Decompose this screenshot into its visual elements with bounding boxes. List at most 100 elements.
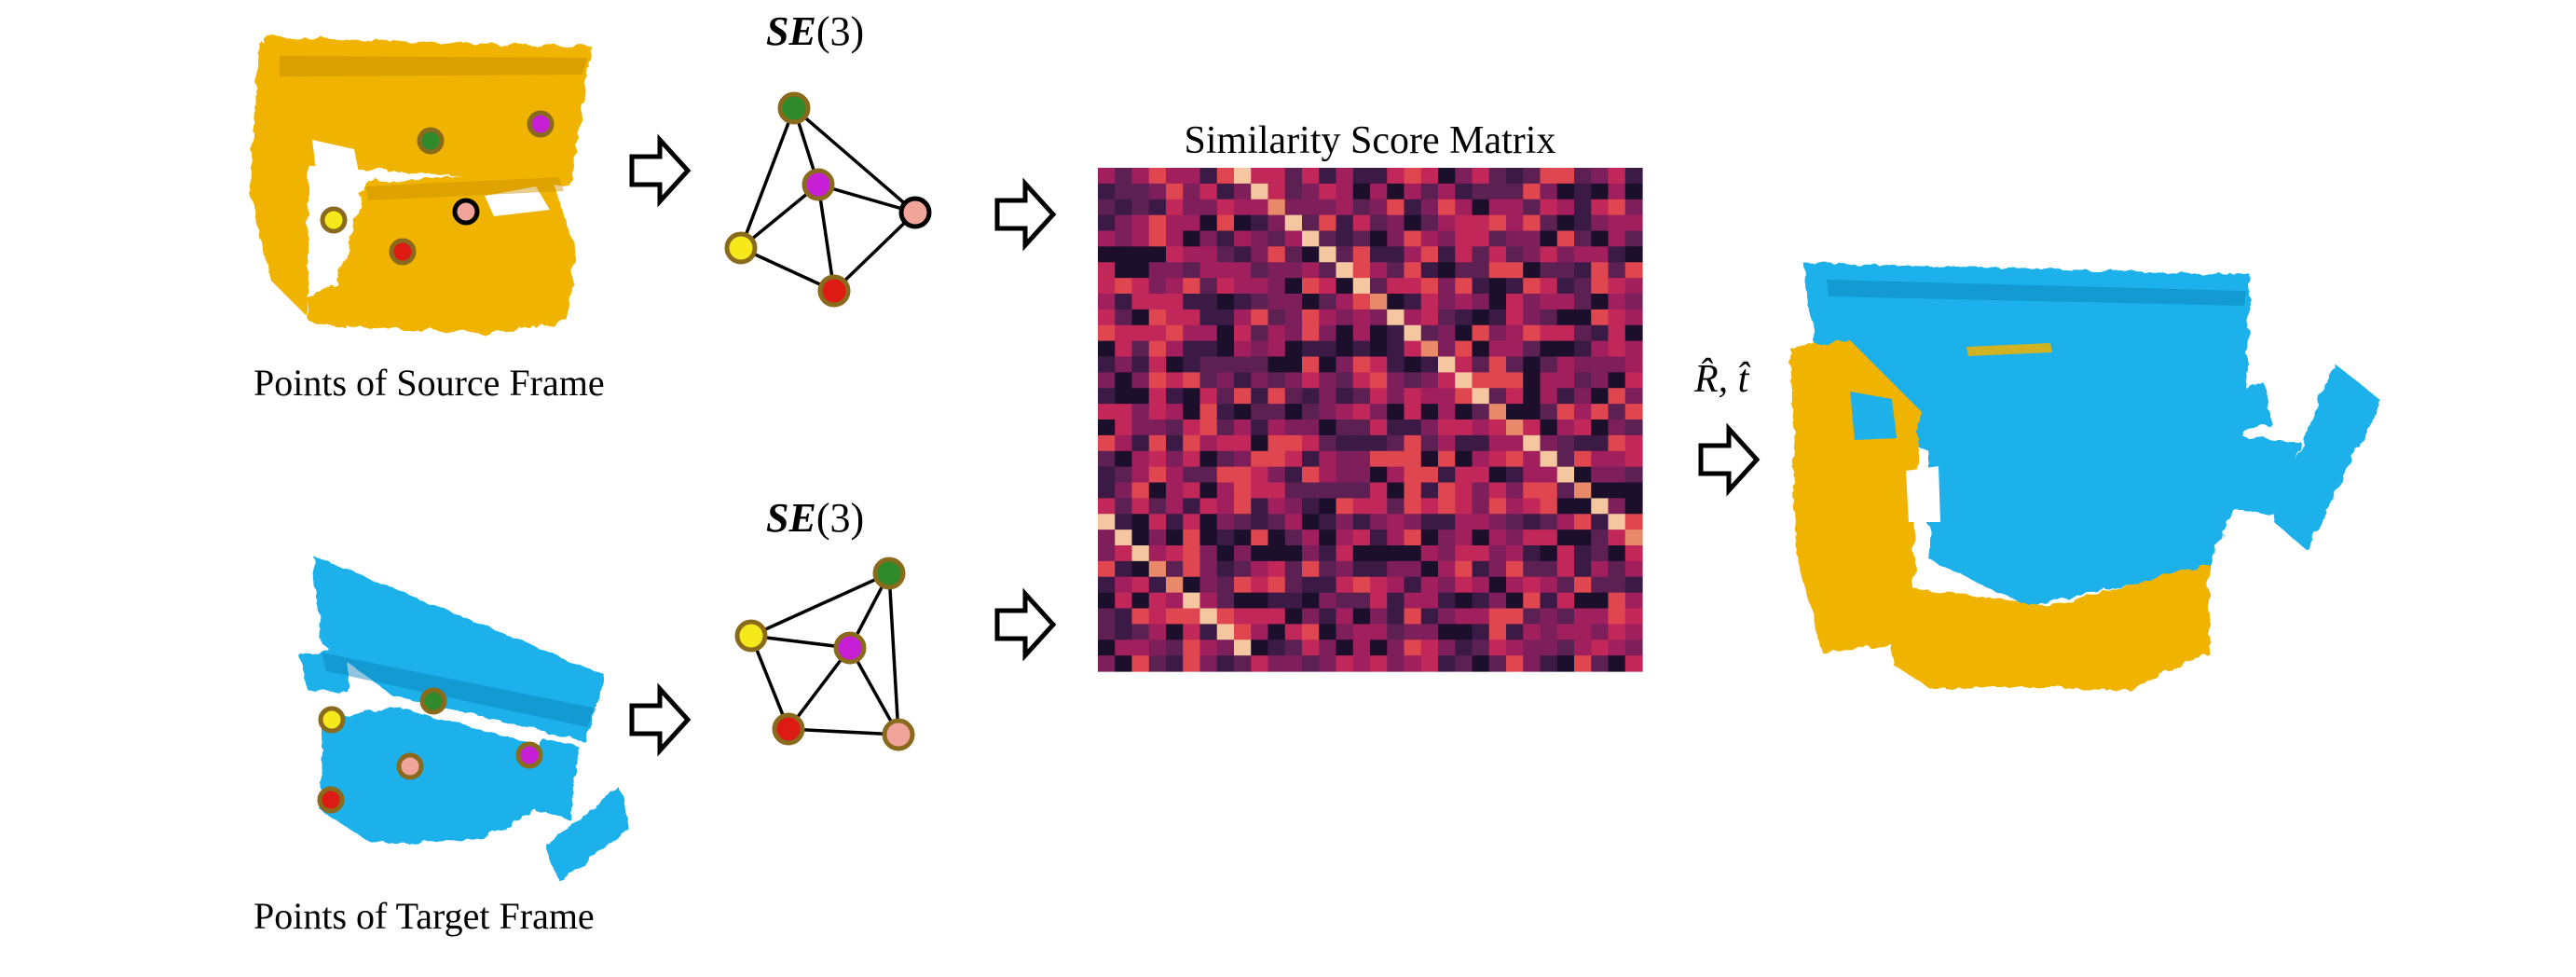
matrix-cell: [1302, 372, 1320, 389]
matrix-cell: [1115, 309, 1133, 326]
matrix-cell: [1540, 420, 1558, 436]
matrix-cell: [1267, 324, 1286, 342]
matrix-cell: [1183, 514, 1201, 530]
matrix-cell: [1506, 640, 1524, 656]
matrix-cell: [1183, 420, 1201, 436]
matrix-cell: [1302, 324, 1320, 342]
matrix-cell: [1455, 530, 1473, 546]
matrix-cell: [1352, 545, 1371, 562]
matrix-cell: [1234, 309, 1252, 326]
matrix-cell: [1370, 168, 1388, 185]
matrix-cell: [1115, 324, 1133, 342]
matrix-cell: [1183, 466, 1201, 484]
matrix-cell: [1624, 545, 1643, 562]
matrix-cell: [1284, 576, 1303, 594]
matrix-cell: [1556, 199, 1575, 216]
matrix-cell: [1488, 168, 1507, 185]
matrix-cell: [1098, 278, 1116, 295]
matrix-cell: [1506, 214, 1524, 232]
matrix-cell: [1624, 655, 1643, 672]
matrix-cell: [1540, 168, 1558, 185]
matrix-cell: [1131, 404, 1150, 420]
matrix-cell: [1540, 450, 1558, 468]
matrix-cell: [1216, 576, 1235, 594]
matrix-cell: [1438, 482, 1456, 499]
matrix-cell: [1115, 530, 1133, 546]
matrix-cell: [1302, 608, 1320, 625]
matrix-cell: [1302, 576, 1320, 594]
matrix-cell: [1574, 450, 1592, 468]
matrix-cell: [1556, 640, 1575, 656]
matrix-cell: [1199, 466, 1218, 484]
matrix-cell: [1251, 450, 1269, 468]
matrix-cell: [1387, 420, 1405, 436]
matrix-cell: [1251, 514, 1269, 530]
matrix-cell: [1488, 482, 1507, 499]
matrix-cell: [1455, 450, 1473, 468]
matrix-cell: [1199, 420, 1218, 436]
matrix-cell: [1234, 199, 1252, 216]
matrix-cell: [1488, 498, 1507, 515]
matrix-cell: [1523, 420, 1541, 436]
matrix-cell: [1216, 530, 1235, 546]
matrix-cell: [1455, 576, 1473, 594]
matrix-cell: [1183, 545, 1201, 562]
matrix-cell: [1624, 294, 1643, 310]
matrix-cell: [1115, 655, 1133, 672]
matrix-cell: [1455, 420, 1473, 436]
matrix-cell: [1115, 168, 1133, 185]
matrix-cell: [1574, 309, 1592, 326]
matrix-cell: [1488, 309, 1507, 326]
matrix-cell: [1267, 246, 1286, 263]
matrix-cell: [1336, 655, 1354, 672]
matrix-cell: [1352, 262, 1371, 279]
matrix-cell: [1183, 530, 1201, 546]
matrix-cell: [1438, 309, 1456, 326]
matrix-cell: [1540, 199, 1558, 216]
matrix-cell: [1115, 545, 1133, 562]
matrix-cell: [1267, 404, 1286, 420]
matrix-cell: [1370, 640, 1388, 656]
matrix-cell: [1506, 356, 1524, 373]
matrix-cell: [1438, 640, 1456, 656]
matrix-cell: [1387, 404, 1405, 420]
matrix-cell: [1556, 450, 1575, 468]
matrix-cell: [1506, 450, 1524, 468]
matrix-cell: [1284, 340, 1303, 358]
matrix-cell: [1624, 434, 1643, 452]
matrix-cell: [1574, 434, 1592, 452]
matrix-cell: [1098, 388, 1116, 405]
matrix-cell: [1472, 420, 1490, 436]
matrix-cell: [1234, 262, 1252, 279]
matrix-cell: [1166, 278, 1184, 295]
matrix-cell: [1352, 530, 1371, 546]
matrix-cell: [1352, 592, 1371, 610]
matrix-cell: [1284, 624, 1303, 640]
matrix-cell: [1438, 168, 1456, 185]
source-shade: [280, 56, 587, 76]
matrix-cell: [1455, 199, 1473, 216]
matrix-cell: [1506, 388, 1524, 405]
matrix-cell: [1166, 340, 1184, 358]
matrix-cell: [1183, 183, 1201, 200]
matrix-cell: [1131, 608, 1150, 625]
matrix-cell: [1098, 514, 1116, 530]
arrow-graph-top-to-matrix: [994, 177, 1057, 252]
matrix-cell: [1234, 404, 1252, 420]
matrix-cell: [1319, 434, 1337, 452]
matrix-cell: [1608, 608, 1626, 625]
matrix-cell: [1234, 294, 1252, 310]
matrix-cell: [1387, 262, 1405, 279]
matrix-cell: [1115, 592, 1133, 610]
matrix-cell: [1574, 199, 1592, 216]
matrix-cell: [1183, 655, 1201, 672]
matrix-cell: [1115, 278, 1133, 295]
matrix-cell: [1404, 420, 1422, 436]
matrix-cell: [1234, 450, 1252, 468]
matrix-cell: [1148, 608, 1167, 625]
matrix-cell: [1267, 466, 1286, 484]
matrix-cell: [1438, 372, 1456, 389]
matrix-cell: [1608, 309, 1626, 326]
matrix-cell: [1352, 498, 1371, 515]
matrix-cell: [1404, 278, 1422, 295]
